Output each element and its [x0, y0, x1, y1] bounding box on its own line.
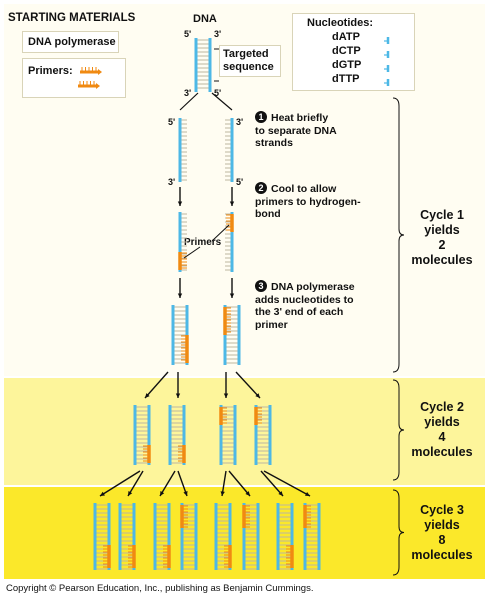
step-2: 2 Cool to allow primers to hydrogen- bond — [255, 182, 405, 221]
copyright: Copyright © Pearson Education, Inc., pub… — [6, 583, 314, 594]
dna-label: DNA — [193, 13, 217, 25]
sequence-label: sequence — [223, 61, 274, 73]
cycle-2-panel — [4, 376, 485, 485]
arrow-step2-left-head — [177, 201, 183, 206]
nucleotide-dctp: dCTP — [332, 45, 361, 57]
arrow-c3-1-head — [128, 491, 133, 496]
cycle-1-label: Cycle 1 yields 2 molecules — [403, 208, 481, 268]
step-3-number: 3 — [255, 280, 267, 292]
arrow-c3-5-head — [245, 491, 250, 496]
step-3-line-3: the 3' end of each — [255, 306, 344, 318]
primer-icon-forward-tip — [98, 69, 102, 75]
right-strand-5prime: 5' — [236, 177, 244, 187]
nucleotides-title: Nucleotides: — [307, 17, 374, 29]
cycle-2-line-4: molecules — [411, 445, 473, 459]
nucleotide-dttp: dTTP — [332, 73, 360, 85]
arrow-c2-4-head — [255, 393, 260, 398]
cycle-2-bracket — [392, 379, 405, 481]
step-2-line-3: bond — [255, 208, 281, 220]
step-1-number: 1 — [255, 111, 267, 123]
step-3: 3 DNA polymerase adds nucleotides to the … — [255, 280, 405, 331]
dna-polymerase-box: DNA polymerase — [22, 31, 119, 53]
cycle-1-line-4: molecules — [411, 253, 473, 267]
arrow-c3-0 — [99, 470, 141, 497]
arrow-step3-left-head — [177, 293, 183, 298]
dna-polymerase-label: DNA polymerase — [28, 36, 116, 48]
arrow-c3-5 — [228, 470, 251, 497]
arrow-c3-4-head — [220, 491, 225, 496]
step-2-line-2: primers to hydrogen- — [255, 195, 361, 208]
arrow-c3-7 — [263, 470, 311, 497]
arrow-c2-2-head — [175, 393, 181, 398]
step-3-line-1: DNA polymerase — [271, 281, 355, 293]
arrow-c3-2-head — [160, 491, 165, 496]
targeted-sequence-box: Targeted sequence — [219, 45, 281, 77]
right-strand-3prime: 3' — [236, 117, 244, 127]
arrow-c3-2 — [159, 470, 176, 497]
step-1-line-2: to separate DNA — [255, 124, 337, 137]
step-3-line-4: primer — [255, 318, 288, 331]
arrow-c3-1 — [127, 470, 144, 497]
cycle-2-line-3: 4 — [438, 430, 446, 444]
left-strand-5prime: 5' — [168, 117, 176, 127]
branch-right — [211, 92, 233, 111]
arrow-c3-6-head — [278, 491, 283, 496]
arrow-c3-0-head — [100, 491, 105, 496]
nucleotide-datp: dATP — [332, 31, 360, 43]
arrow-step3-right-head — [229, 293, 235, 298]
primers-box: Primers: — [22, 58, 126, 98]
top-right-3prime: 3' — [214, 29, 222, 39]
cycle-2-line-1: Cycle 2 — [420, 400, 464, 414]
cycle-2-line-2: yields — [424, 415, 460, 429]
primers-pointer-left — [183, 246, 201, 259]
arrow-c2-3-head — [223, 393, 229, 398]
step-1-line-1: Heat briefly — [271, 112, 329, 124]
cycle-3-line-1: Cycle 3 — [420, 503, 464, 517]
top-left-5prime: 5' — [184, 29, 192, 39]
starting-materials-title: STARTING MATERIALS — [8, 12, 136, 24]
step-2-line-1: Cool to allow — [271, 183, 337, 195]
step-1-line-3: strands — [255, 137, 293, 149]
arrow-c2-1 — [144, 371, 169, 399]
bottom-right-5prime: 5' — [214, 88, 222, 98]
nucleotides-box: Nucleotides: dATP dCTP dGTP dTTP — [292, 13, 415, 91]
cycle-1-line-2: yields — [424, 223, 460, 237]
primers-pointer-right — [211, 224, 230, 242]
cycle-3-bracket — [392, 489, 405, 576]
primers-callout: Primers — [184, 237, 222, 248]
cycle-3-line-2: yields — [424, 518, 460, 532]
cycle-2-label: Cycle 2 yields 4 molecules — [403, 400, 481, 460]
arrow-step2-right-head — [229, 201, 235, 206]
cycle-1-line-1: Cycle 1 — [420, 208, 464, 222]
cycle-1-line-3: 2 — [438, 238, 446, 252]
arrow-c3-3-head — [183, 491, 188, 496]
cycle-3-line-4: molecules — [411, 548, 473, 562]
nucleotide-dgtp: dGTP — [332, 59, 362, 71]
cycle-3-line-3: 8 — [438, 533, 446, 547]
branch-left — [179, 92, 199, 111]
arrow-c3-6 — [260, 470, 284, 497]
bottom-left-3prime: 3' — [184, 88, 192, 98]
step-2-number: 2 — [255, 182, 267, 194]
arrow-c2-1-head — [145, 393, 150, 398]
step-1: 1 Heat briefly to separate DNA strands — [255, 111, 405, 150]
left-strand-3prime: 3' — [168, 177, 176, 187]
primer-icon-reverse-tip — [96, 83, 100, 89]
cycle-1-bracket — [392, 97, 405, 373]
step-3-line-2: adds nucleotides to — [255, 293, 354, 306]
cycle-3-label: Cycle 3 yields 8 molecules — [403, 503, 481, 563]
arrow-c2-4 — [235, 371, 261, 399]
primers-label: Primers: — [28, 65, 73, 77]
arrow-c3-7-head — [305, 491, 310, 496]
targeted-label: Targeted — [223, 48, 269, 60]
